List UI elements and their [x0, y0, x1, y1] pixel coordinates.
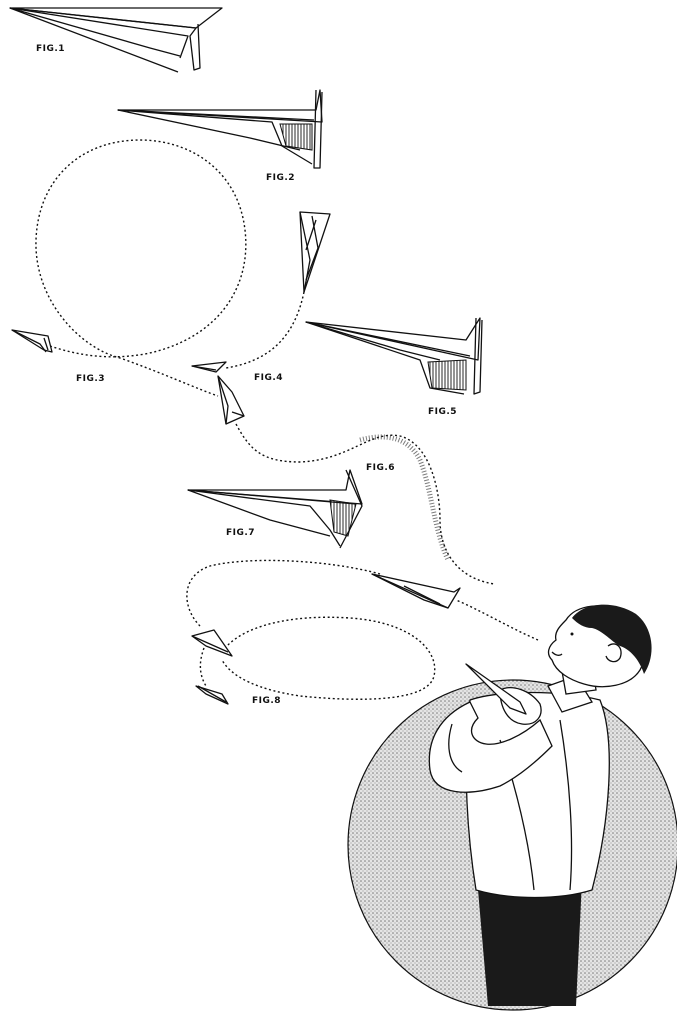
- thrower-illustration: [348, 605, 677, 1010]
- fig3-label: FIG.3: [76, 374, 105, 384]
- fig1-airplane: [10, 8, 222, 72]
- fig5-label: FIG.5: [428, 407, 457, 417]
- fig1-label: FIG.1: [36, 44, 65, 54]
- trousers: [478, 880, 582, 1006]
- fig6-airplane-diving: [218, 376, 244, 424]
- fig8-label: FIG.8: [252, 696, 281, 706]
- fig5-airplane: [306, 318, 482, 394]
- fig4-flight-path: [226, 292, 304, 368]
- fig8-airplane-mid: [192, 630, 232, 656]
- fig7-airplane: [188, 470, 362, 548]
- fig2-label: FIG.2: [266, 173, 295, 183]
- fig3-flight-path: [36, 140, 246, 396]
- fig7-label: FIG.7: [226, 528, 255, 538]
- fig4-airplane-small: [192, 362, 226, 372]
- fig4-airplane-vertical: [300, 212, 330, 292]
- fig4-label: FIG.4: [254, 373, 283, 383]
- fig2-airplane: [118, 90, 322, 168]
- fig8-airplane-small: [196, 686, 228, 704]
- fig8-airplane-large: [372, 574, 460, 608]
- fig6-label: FIG.6: [366, 463, 395, 473]
- fig3-airplane: [12, 330, 52, 352]
